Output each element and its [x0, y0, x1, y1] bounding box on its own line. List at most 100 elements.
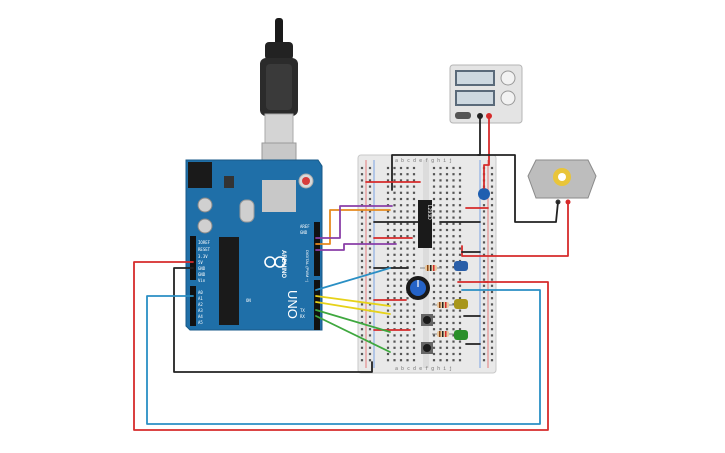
rail-hole [360, 290, 364, 294]
breadboard-hole [406, 352, 409, 356]
breadboard-hole [458, 185, 462, 188]
breadboard-hole [458, 241, 462, 244]
breadboard-hole [452, 315, 455, 318]
rail-hole [360, 210, 364, 213]
breadboard-hole [406, 278, 409, 281]
breadboard-hole [445, 309, 449, 312]
wire-ps-negative [391, 115, 481, 191]
wire-purple-1 [315, 205, 393, 239]
breadboard-hole [445, 272, 449, 275]
potentiometer [406, 276, 430, 300]
breadboard-hole [393, 259, 396, 263]
a1-label: A1 [198, 296, 203, 301]
breadboard-hole [432, 259, 436, 263]
rail-hole [368, 228, 372, 232]
breadboard-hole [445, 297, 449, 300]
breadboard-hole [452, 346, 455, 349]
breadboard-hole [412, 334, 416, 337]
rail-hole [490, 328, 494, 331]
wires [133, 115, 569, 431]
top-column-labels: a b c d e f g h i j [395, 158, 452, 164]
tx-label: TX [300, 308, 305, 313]
breadboard-hole [393, 309, 396, 312]
breadboard-hole [445, 166, 449, 170]
breadboard-hole [393, 290, 396, 294]
breadboard-hole [445, 191, 449, 194]
rail-hole [490, 173, 494, 176]
breadboard-hole [452, 309, 455, 312]
breadboard-hole [432, 222, 436, 225]
rail-hole [482, 272, 486, 275]
capacitor [478, 188, 490, 200]
breadboard-hole [432, 334, 436, 337]
rail-hole [360, 309, 364, 312]
rail-hole [368, 222, 372, 225]
breadboard-hole [432, 228, 436, 232]
breadboard-hole [399, 185, 403, 188]
rail-hole [368, 359, 372, 362]
breadboard-hole [458, 235, 462, 238]
rail-hole [360, 284, 364, 287]
breadboard-hole [412, 359, 416, 362]
breadboard-hole [399, 179, 403, 182]
breadboard-hole [399, 346, 403, 349]
breadboard-hole [412, 247, 416, 250]
breadboard-hole [386, 228, 390, 232]
rail-hole [482, 315, 486, 318]
breadboard-hole [452, 290, 455, 294]
breadboard-hole [399, 197, 403, 201]
breadboard-hole [452, 173, 455, 176]
resistor-1 [420, 265, 442, 271]
rail-hole [360, 266, 364, 269]
rail-hole [368, 334, 372, 337]
wire-yellow-2 [315, 301, 391, 315]
breadboard-hole [458, 197, 462, 201]
breadboard-hole [439, 235, 442, 238]
breadboard-hole [432, 297, 436, 300]
rail-hole [490, 359, 494, 362]
breadboard-hole [406, 247, 409, 250]
rail-hole [482, 278, 486, 281]
rail-hole [368, 253, 372, 256]
breadboard-hole [393, 197, 396, 201]
breadboard-hole [412, 179, 416, 182]
breadboard-hole [445, 352, 449, 356]
breadboard-hole [393, 334, 396, 337]
rail-hole [482, 321, 486, 325]
rail-hole [368, 241, 372, 244]
breadboard-hole [406, 204, 409, 207]
wire-purple-2 [315, 243, 397, 251]
rail-hole [482, 204, 486, 207]
breadboard-hole [386, 210, 390, 213]
rail-hole [368, 166, 372, 170]
breadboard-hole [386, 253, 390, 256]
breadboard-hole [399, 259, 403, 263]
breadboard-hole [445, 346, 449, 349]
power-jack [188, 162, 212, 188]
breadboard-hole [445, 321, 449, 325]
led-green [454, 330, 468, 340]
motor-driver-chip: L293D [418, 200, 432, 248]
breadboard-hole [432, 278, 436, 281]
wire-5v-loop [133, 261, 549, 431]
rail-hole [360, 222, 364, 225]
rail-hole [368, 346, 372, 349]
breadboard-hole [439, 228, 442, 232]
breadboard-hole [412, 173, 416, 176]
breadboard-hole [458, 321, 462, 325]
chip-label: L293D [426, 205, 432, 220]
breadboard-hole [445, 328, 449, 331]
breadboard-hole [386, 185, 390, 188]
breadboard-hole [412, 309, 416, 312]
breadboard-hole [386, 290, 390, 294]
breadboard-hole [406, 315, 409, 318]
a0-label: A0 [198, 290, 203, 295]
breadboard-hole [393, 185, 396, 188]
breadboard-hole [439, 284, 442, 287]
breadboard-hole [439, 166, 442, 170]
breadboard-hole [452, 179, 455, 182]
breadboard-hole [386, 179, 390, 182]
breadboard-hole [432, 303, 436, 306]
rail-hole [368, 284, 372, 287]
